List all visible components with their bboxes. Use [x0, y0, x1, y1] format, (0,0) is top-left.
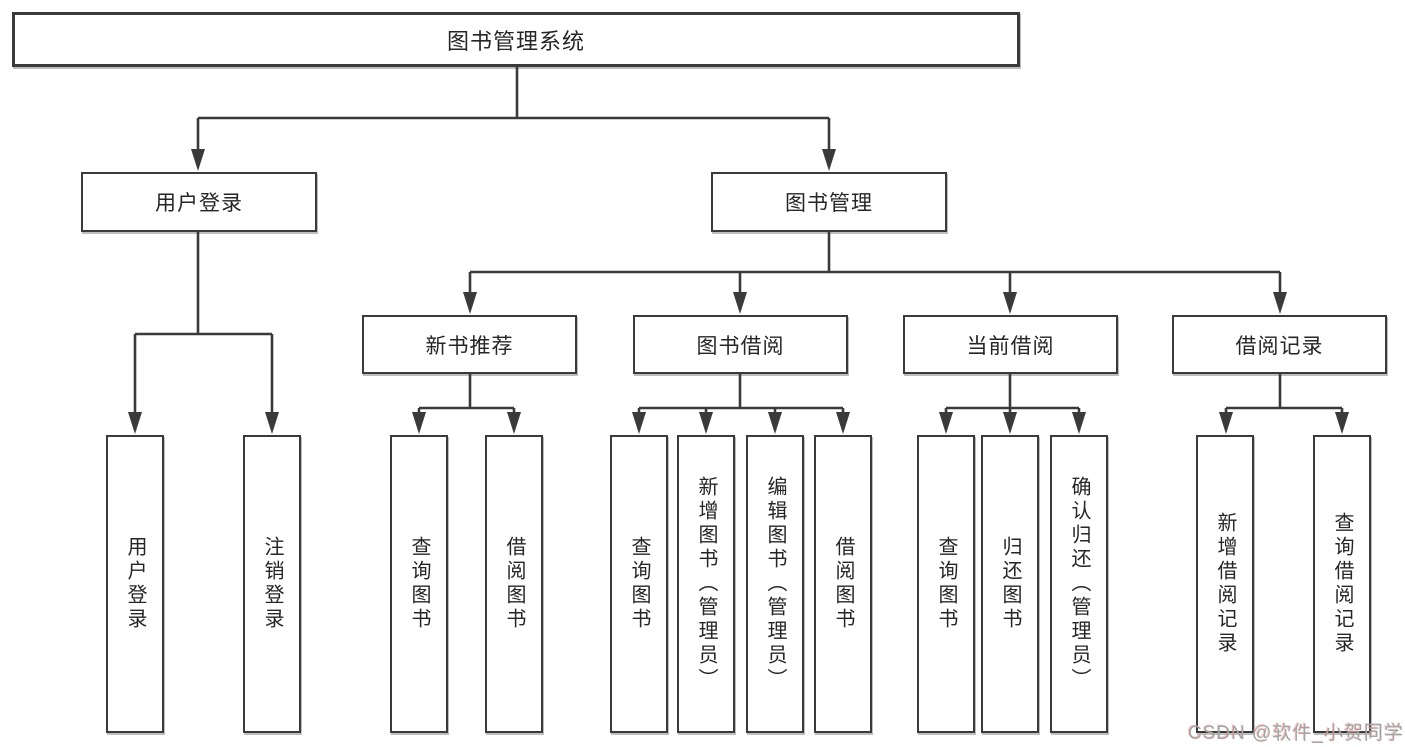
node-book-management: 图书管理 [711, 172, 947, 232]
node-book-borrow: 图书借阅 [633, 315, 848, 374]
leaf-borrow-books-recommend: 借阅图书 [485, 435, 543, 733]
leaf-borrow-books-label: 借阅图书 [832, 536, 854, 632]
leaf-query-books-current: 查询图书 [917, 435, 975, 733]
leaf-return-books-label: 归还图书 [999, 536, 1021, 632]
leaf-query-books-borrow-label: 查询图书 [628, 536, 650, 632]
leaf-logout-label: 注销登录 [261, 536, 283, 632]
leaf-edit-books-admin: 编辑图书（管理员） [746, 435, 804, 733]
leaf-query-borrow-record: 查询借阅记录 [1313, 435, 1371, 733]
node-new-book-recommend: 新书推荐 [362, 315, 577, 374]
node-library-management-system: 图书管理系统 [12, 12, 1020, 67]
leaf-query-borrow-record-label: 查询借阅记录 [1331, 512, 1353, 656]
leaf-add-books-admin: 新增图书（管理员） [677, 435, 735, 733]
leaf-borrow-books: 借阅图书 [814, 435, 872, 733]
leaf-borrow-books-recommend-label: 借阅图书 [503, 536, 525, 632]
leaf-confirm-return-admin-label: 确认归还（管理员） [1068, 476, 1090, 692]
leaf-logout: 注销登录 [243, 435, 301, 733]
leaf-user-login-label: 用户登录 [124, 536, 146, 632]
node-borrow-records: 借阅记录 [1172, 315, 1387, 374]
node-user-login: 用户登录 [81, 172, 317, 232]
leaf-add-borrow-record: 新增借阅记录 [1196, 435, 1254, 733]
leaf-query-books-recommend-label: 查询图书 [408, 536, 430, 632]
leaf-add-books-admin-label: 新增图书（管理员） [695, 476, 717, 692]
leaf-query-books-borrow: 查询图书 [610, 435, 668, 733]
leaf-query-books-current-label: 查询图书 [935, 536, 957, 632]
leaf-confirm-return-admin: 确认归还（管理员） [1050, 435, 1108, 733]
csdn-watermark: CSDN @软件_小贺同学 [1188, 723, 1404, 744]
leaf-user-login: 用户登录 [106, 435, 164, 733]
leaf-add-borrow-record-label: 新增借阅记录 [1214, 512, 1236, 656]
leaf-edit-books-admin-label: 编辑图书（管理员） [764, 476, 786, 692]
leaf-return-books: 归还图书 [981, 435, 1039, 733]
node-current-borrow: 当前借阅 [903, 315, 1118, 374]
leaf-query-books-recommend: 查询图书 [390, 435, 448, 733]
